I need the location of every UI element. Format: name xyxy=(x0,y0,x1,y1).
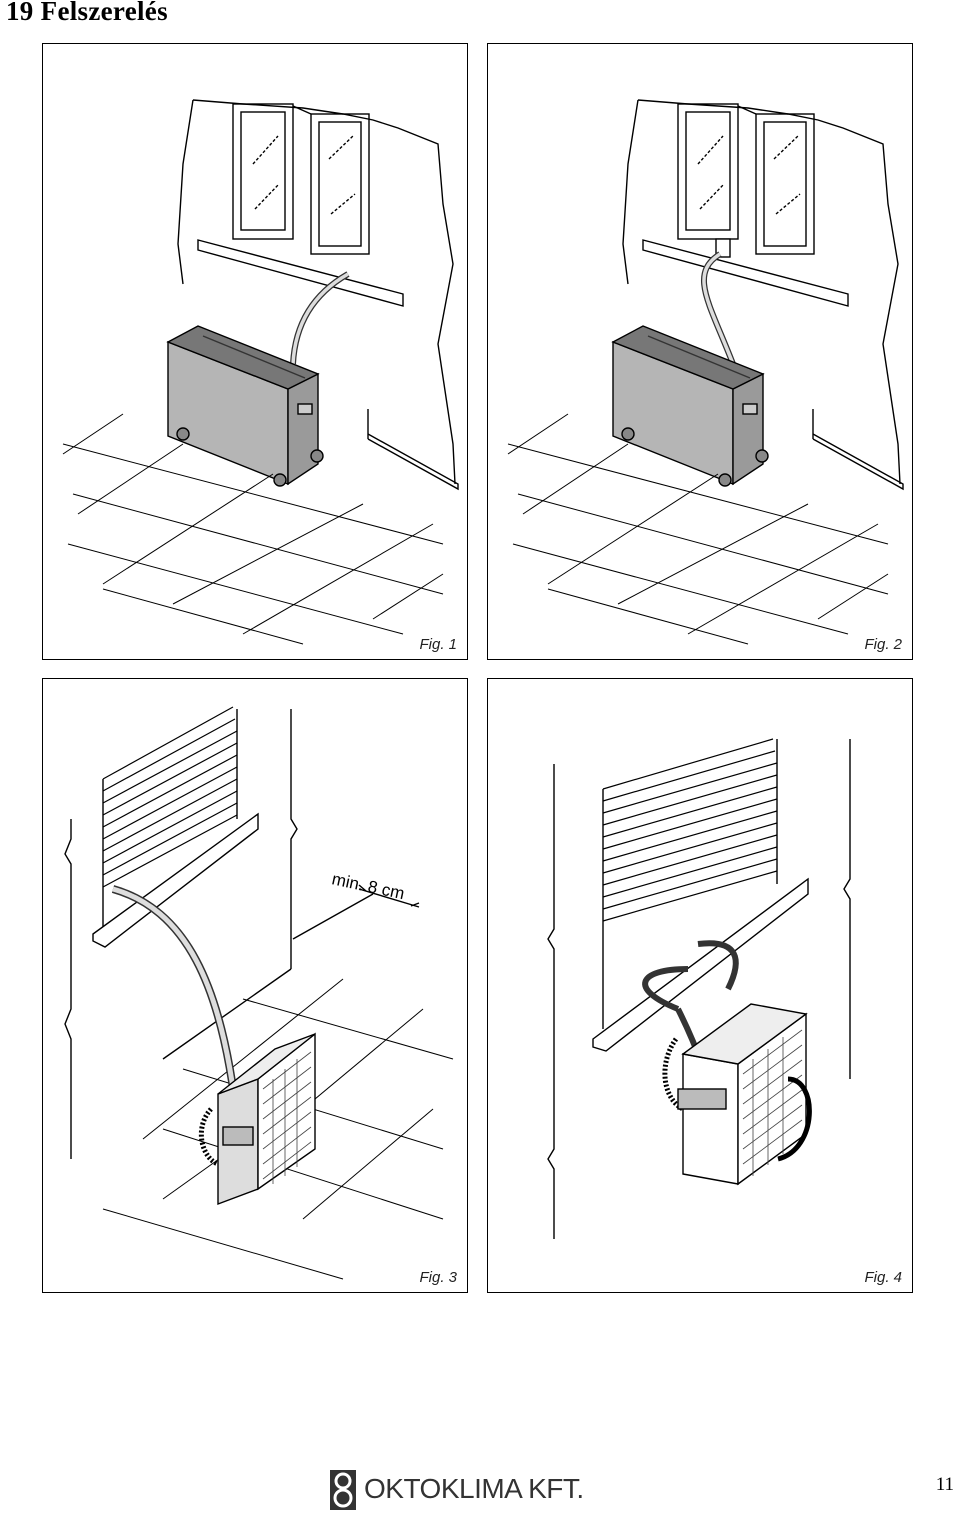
distance-annotation: min. 8 cm xyxy=(330,869,406,903)
company-logo: OKTOKLIMA KFT. xyxy=(328,1468,598,1514)
page-number: 11 xyxy=(935,1474,954,1495)
figure-3-illustration: min. 8 cm xyxy=(64,706,454,1280)
figure-2: Fig. 2 xyxy=(487,43,913,660)
figure-1: Fig. 1 xyxy=(42,43,468,660)
figure-3: min. 8 cm Fig. 3 xyxy=(42,678,468,1293)
figure-2-label: Fig. 2 xyxy=(864,636,902,653)
section-heading: 19 Felszerelés xyxy=(6,0,168,26)
figure-4: Fig. 4 xyxy=(487,678,913,1293)
figure-4-label: Fig. 4 xyxy=(864,1269,902,1286)
figure-3-label: Fig. 3 xyxy=(419,1269,457,1286)
figure-1-label: Fig. 1 xyxy=(419,636,457,653)
figure-1-illustration xyxy=(62,99,459,645)
figure-4-illustration xyxy=(547,738,851,1239)
logo-mark-icon xyxy=(330,1470,356,1510)
figure-2-illustration xyxy=(507,99,904,645)
logo-text: OKTOKLIMA KFT. xyxy=(364,1473,584,1504)
